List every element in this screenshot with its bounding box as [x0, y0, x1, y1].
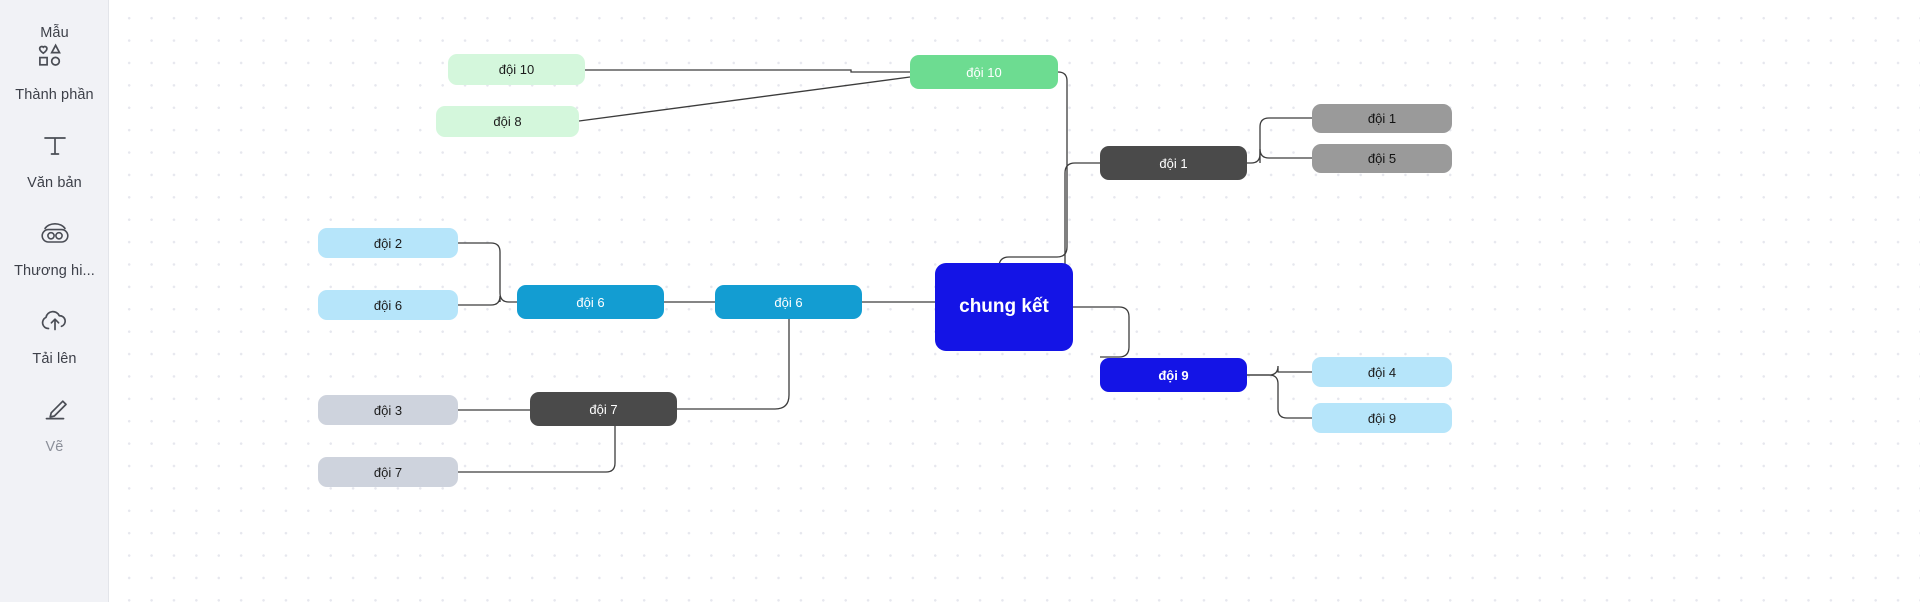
node-doi1-semifinal[interactable]: đội 1: [1100, 146, 1247, 180]
node-doi9-semifinal[interactable]: đội 9: [1100, 358, 1247, 392]
draw-icon: [33, 390, 77, 430]
sidebar-item-label: Thành phần: [15, 87, 94, 103]
node-doi1-leaf[interactable]: đội 1: [1312, 104, 1452, 133]
sidebar-item-label: Thương hi...: [14, 263, 95, 279]
sidebar-item-tai-len[interactable]: Tải lên: [0, 302, 109, 367]
diagram-canvas[interactable]: đội 10 đội 8 đội 10 đội 1 đội 1 đội 5 độ…: [109, 0, 1920, 602]
node-doi9-leaf[interactable]: đội 9: [1312, 403, 1452, 433]
node-label: đội 5: [1367, 151, 1397, 166]
node-doi4-leaf[interactable]: đội 4: [1312, 357, 1452, 387]
sidebar-item-label: Văn bản: [27, 175, 82, 191]
sidebar-item-label: Vẽ: [45, 439, 64, 455]
node-label: đội 7: [589, 401, 618, 417]
node-label: đội 10: [966, 64, 1002, 80]
sidebar-item-thanh-phan[interactable]: Thành phần: [0, 38, 109, 103]
sidebar-item-van-ban[interactable]: Văn bản: [0, 126, 109, 191]
sidebar-item-ve[interactable]: Vẽ: [0, 390, 109, 455]
node-label: đội 1: [1367, 111, 1397, 126]
node-label: đội 1: [1159, 155, 1188, 171]
node-final-chung-ket[interactable]: chung kết: [935, 263, 1073, 351]
node-label: chung kết: [959, 296, 1049, 317]
node-label: đội 7: [373, 464, 403, 480]
node-label: đội 2: [373, 235, 403, 251]
upload-icon: [33, 302, 77, 342]
node-doi10-semifinal[interactable]: đội 10: [910, 55, 1058, 89]
sidebar-item-label: Tải lên: [32, 351, 77, 367]
sidebar-item-mau[interactable]: Mẫu: [0, 0, 109, 41]
node-label: đội 6: [576, 294, 605, 310]
node-label: đội 3: [373, 402, 403, 418]
node-doi7-leaf[interactable]: đội 7: [318, 457, 458, 487]
node-label: đội 6: [373, 297, 403, 313]
node-doi2-leaf[interactable]: đội 2: [318, 228, 458, 258]
node-label: đội 9: [1367, 410, 1397, 426]
node-doi3-leaf[interactable]: đội 3: [318, 395, 458, 425]
node-label: đội 9: [1158, 367, 1189, 383]
shapes-icon: [33, 38, 77, 78]
node-label: đội 6: [774, 294, 803, 310]
left-tool-rail: Mẫu Thành phần Văn bản: [0, 0, 109, 602]
sidebar-item-label: Mẫu: [40, 25, 69, 41]
node-doi7-quarterfinal[interactable]: đội 7: [530, 392, 677, 426]
template-icon: [33, 0, 77, 16]
node-label: đội 10: [498, 62, 535, 77]
node-doi10-leaf[interactable]: đội 10: [448, 54, 585, 85]
node-doi8-leaf[interactable]: đội 8: [436, 106, 579, 137]
node-doi5-leaf[interactable]: đội 5: [1312, 144, 1452, 173]
node-label: đội 8: [493, 114, 522, 129]
brand-icon: [33, 214, 77, 254]
node-doi6-leaf[interactable]: đội 6: [318, 290, 458, 320]
text-icon: [33, 126, 77, 166]
node-label: đội 4: [1367, 364, 1397, 380]
node-doi6-semifinal[interactable]: đội 6: [715, 285, 862, 319]
node-doi6-quarterfinal[interactable]: đội 6: [517, 285, 664, 319]
sidebar-item-thuong-hieu[interactable]: Thương hi...: [0, 214, 109, 279]
